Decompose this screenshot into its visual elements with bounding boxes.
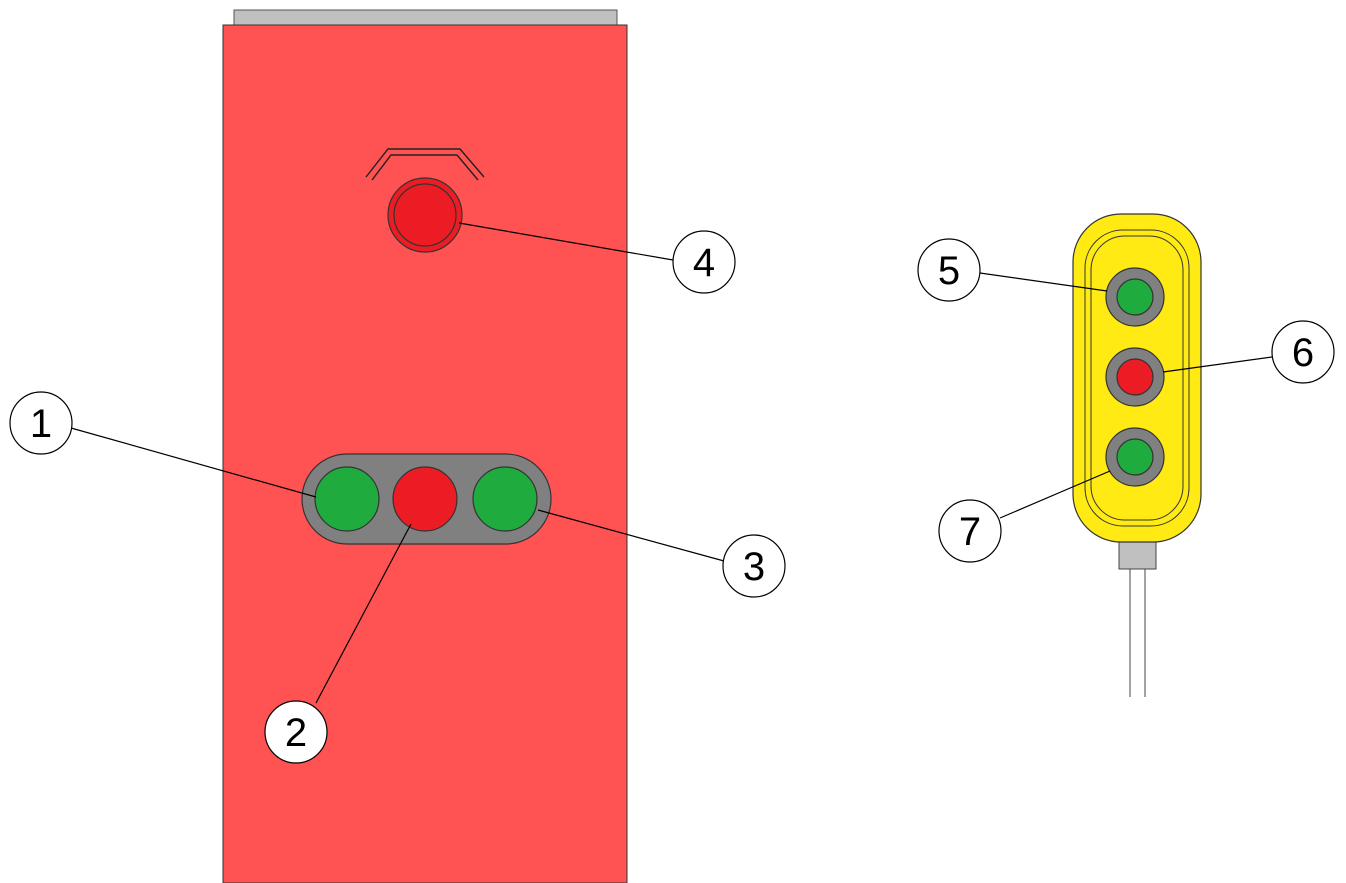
leader-line-1 [70, 427, 317, 498]
leader-line-7 [999, 470, 1111, 519]
leader-line-4 [458, 222, 674, 261]
callout-2: 2 [264, 700, 328, 764]
callout-1: 1 [9, 391, 73, 455]
callout-5: 5 [917, 238, 981, 302]
callout-4: 4 [672, 230, 736, 294]
leader-line-5 [979, 272, 1108, 292]
panel-top-strip [233, 9, 618, 27]
pendant-control [1072, 213, 1202, 697]
pendant-inner-frame [1084, 229, 1190, 527]
callout-label-7: 7 [959, 510, 981, 554]
pendant-cable-gland [1118, 541, 1157, 570]
callout-label-4: 4 [693, 241, 715, 285]
panel-green-button-left[interactable] [314, 466, 380, 532]
panel-red-button[interactable] [392, 466, 458, 532]
pendant-green-button-bottom[interactable] [1105, 427, 1165, 487]
emergency-stop-button[interactable] [387, 177, 463, 253]
callout-label-1: 1 [30, 402, 52, 446]
pendant-red-button[interactable] [1105, 347, 1165, 407]
leader-line-6 [1162, 356, 1273, 373]
leader-lines [70, 222, 1273, 704]
callout-7: 7 [938, 499, 1002, 563]
callout-label-6: 6 [1292, 331, 1314, 375]
leader-line-3 [537, 509, 725, 562]
callout-label-3: 3 [743, 545, 765, 589]
pendant-inner-frame-2 [1090, 235, 1184, 521]
callout-label-2: 2 [285, 711, 307, 755]
callout-6: 6 [1271, 320, 1335, 384]
pendant-green-button-top[interactable] [1105, 267, 1165, 327]
callout-label-5: 5 [938, 249, 960, 293]
panel-green-button-right[interactable] [472, 466, 538, 532]
leader-line-2 [315, 523, 412, 704]
emergency-stop-guard-icon [365, 148, 485, 178]
callout-3: 3 [722, 534, 786, 598]
emergency-stop-guard-inner [371, 154, 479, 181]
